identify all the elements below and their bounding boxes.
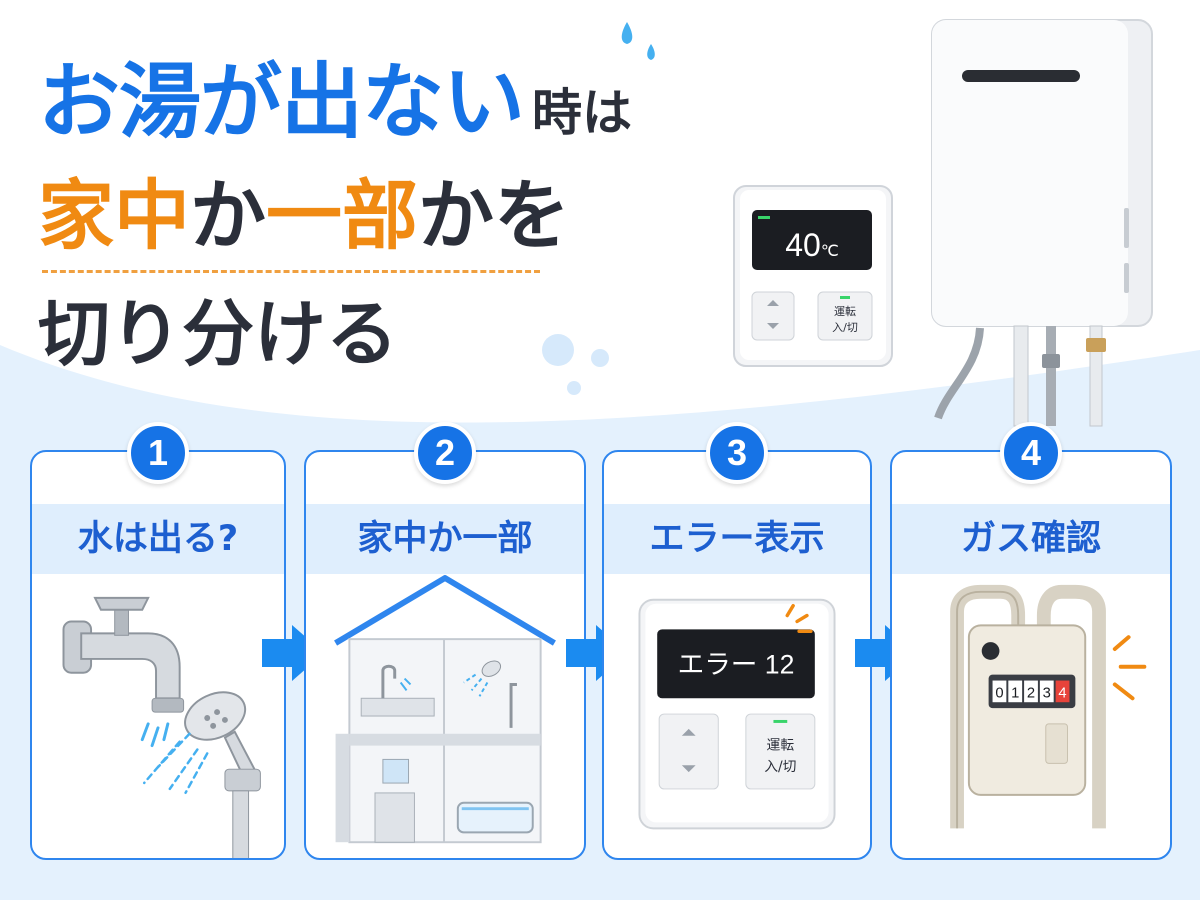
- step-3-label: エラー表示: [649, 519, 825, 559]
- title-line-3: 切り分ける: [38, 292, 399, 376]
- remote-controller-illustration: 40℃ 運転 入/切: [733, 185, 893, 367]
- title-or-object-text: かを: [418, 171, 570, 260]
- title-or-text: か: [190, 171, 266, 260]
- step3-onoff-label: 入/切: [764, 759, 796, 775]
- step-1-header: [32, 504, 284, 574]
- step-card-3: エラー表示 エラー 12 運転 入/切: [602, 450, 872, 860]
- error-code-text: エラー 12: [678, 650, 795, 680]
- step3-run-label: 運転: [767, 738, 795, 754]
- step-4-label: ガス確認: [960, 519, 1101, 559]
- title-main-text: お湯が出ない: [38, 55, 525, 150]
- step-4-number-badge: 4: [1000, 422, 1062, 484]
- arrow-right-icon: [566, 625, 628, 681]
- error-controller-icon: エラー 12 運転 入/切: [638, 598, 836, 830]
- step-3-number-badge: 3: [706, 422, 768, 484]
- step-2-number-badge: 2: [414, 422, 476, 484]
- bubbles-decoration: [542, 334, 609, 395]
- arrow-right-icon: [855, 625, 917, 681]
- step-card-4: ガス確認 0 1 2 3 4: [890, 450, 1172, 860]
- gas-meter-icon: 0 1 2 3 4: [950, 584, 1147, 829]
- step-card-1: 水は出る?: [30, 450, 286, 860]
- hero-run-label: 運転: [834, 305, 856, 318]
- step-4-header: [892, 504, 1170, 574]
- step-1-number-badge: 1: [127, 422, 189, 484]
- water-heater-illustration: [931, 19, 1153, 427]
- title-line-2: 家中か一部かを: [38, 178, 570, 254]
- step-2-label: 家中か一部: [357, 519, 533, 559]
- step-3-header: [604, 504, 870, 574]
- meter-digit-2: 1: [1011, 685, 1019, 701]
- house-cross-section-icon: [334, 575, 556, 844]
- step-2-header: [306, 504, 584, 574]
- title-dashed-divider: [42, 270, 540, 273]
- hero-temperature-value: 40: [785, 227, 821, 263]
- step-1-label: 水は出る?: [77, 519, 239, 559]
- title-line-1: お湯が出ない時は: [38, 62, 632, 144]
- title-partial-text: 一部: [266, 171, 418, 260]
- arrow-right-icon: [262, 625, 324, 681]
- meter-digit-4: 3: [1043, 685, 1051, 701]
- title-whole-house-text: 家中: [38, 171, 190, 260]
- svg-text:40℃: 40℃: [785, 227, 839, 263]
- step-card-2: 家中か一部: [304, 450, 586, 860]
- water-drops-decoration: [621, 22, 655, 60]
- title-suffix-text: 時は: [532, 84, 633, 142]
- hero-temperature-unit: ℃: [821, 243, 839, 260]
- meter-digit-3: 2: [1027, 685, 1035, 701]
- faucet-and-shower-icon: [62, 596, 261, 858]
- hero-onoff-label: 入/切: [832, 321, 858, 334]
- meter-digit-5: 4: [1058, 685, 1066, 701]
- meter-digit-1: 0: [995, 685, 1003, 701]
